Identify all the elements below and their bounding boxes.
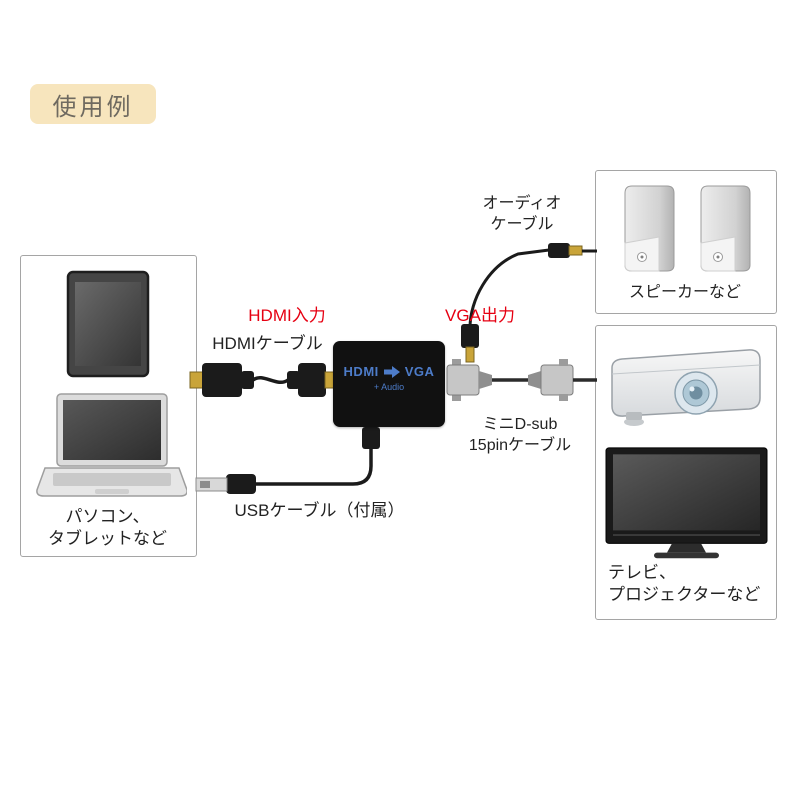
hdmi-cable-label: HDMIケーブル xyxy=(212,334,323,353)
hdmi-input-label: HDMI入力 xyxy=(248,306,326,325)
usb-cable-label: USBケーブル（付属） xyxy=(234,501,405,520)
converter-title-row: HDMI VGA xyxy=(344,364,435,379)
speaker-right xyxy=(700,185,751,272)
tv-icon xyxy=(605,447,768,559)
usage-example-badge: 使用例 xyxy=(30,84,156,124)
vga-cable-graphic xyxy=(446,359,597,401)
arrow-icon xyxy=(383,365,400,378)
tablet-icon xyxy=(66,270,150,378)
vga-output-label: VGA出力 xyxy=(445,306,515,325)
audio-cable-graphic xyxy=(461,243,597,363)
laptop-icon xyxy=(36,393,187,497)
pc-tablet-label: パソコン、 タブレットなど xyxy=(48,507,167,549)
speakers-icon xyxy=(624,185,751,272)
hdmi-cable-graphic xyxy=(189,363,336,397)
usage-example-label: 使用例 xyxy=(52,93,134,121)
converter-hdmi-label: HDMI xyxy=(343,364,379,379)
speaker-left xyxy=(624,185,675,272)
converter-vga-label: VGA xyxy=(404,364,435,379)
tv-projector-label: テレビ、 プロジェクターなど xyxy=(608,563,761,605)
projector-icon xyxy=(611,349,761,426)
usb-cable-graphic xyxy=(195,427,380,494)
audio-cable-label: オーディオ ケーブル xyxy=(482,195,562,233)
hdmi-vga-converter: HDMI VGA + Audio xyxy=(333,341,445,427)
speakers-label: スピーカーなど xyxy=(628,284,741,301)
converter-audio-label: + Audio xyxy=(373,382,405,392)
dsub-cable-label: ミニD-sub 15pinケーブル xyxy=(468,416,572,454)
